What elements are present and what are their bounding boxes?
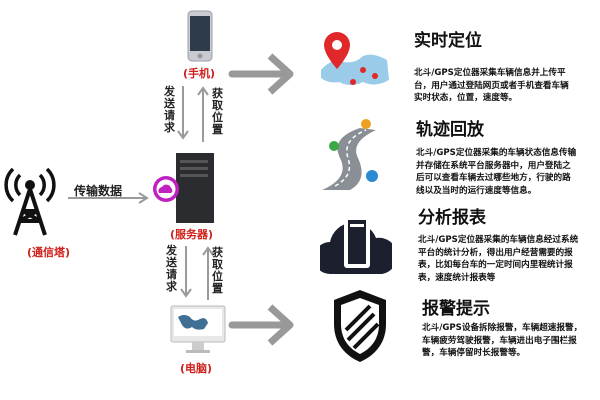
feature-title-realtime: 实时定位 [414,31,482,51]
feature-desc-playback: 北斗/GPS定位器采集的车辆状态信息传输并存储在系统平台服务器中，用户登陆之后可… [416,148,577,196]
get-location-label-bottom: 获取位置 [212,246,223,295]
cell-tower-icon [4,167,56,236]
request-response-arrows-bottom [180,246,214,300]
map-pin-icon [321,32,389,85]
transmit-data-label: 传输数据 [74,184,123,198]
request-response-arrows-top [177,86,209,142]
tower-label: (通信塔) [27,246,71,259]
big-arrow-bottom [228,304,294,346]
big-arrow-top [228,53,294,95]
feature-desc-realtime: 北斗/GPS定位器采集车辆信息并上传平台，用户通过登陆网页或者手机查看车辆实时状… [414,68,569,103]
server-icon [153,153,214,223]
transmit-arrow [68,192,149,204]
feature-title-playback: 轨迹回放 [416,120,484,140]
send-request-label-bottom: 发送请求 [166,244,177,293]
phone-label: (手机) [183,67,216,80]
computer-label: (电脑) [180,362,213,375]
feature-desc-alarms: 北斗/GPS设备拆除报警，车辆超速报警，车辆疲劳驾驶报警，车辆进出电子围栏报警，… [422,323,583,358]
server-label: (服务器) [170,228,214,241]
smartphone-icon [187,10,213,62]
shield-icon [334,290,386,362]
send-request-label-top: 发送请求 [164,85,175,134]
feature-title-reports: 分析报表 [418,208,486,228]
get-location-label-top: 获取位置 [212,87,223,136]
feature-desc-reports: 北斗/GPS定位器采集的车辆信息经过系统平台的统计分析，得出用户经营需要的报表，… [418,235,579,283]
computer-monitor-icon [170,305,226,353]
road-route-icon [322,119,378,190]
feature-title-alarms: 报警提示 [422,299,490,319]
cloud-server-icon [320,216,392,274]
